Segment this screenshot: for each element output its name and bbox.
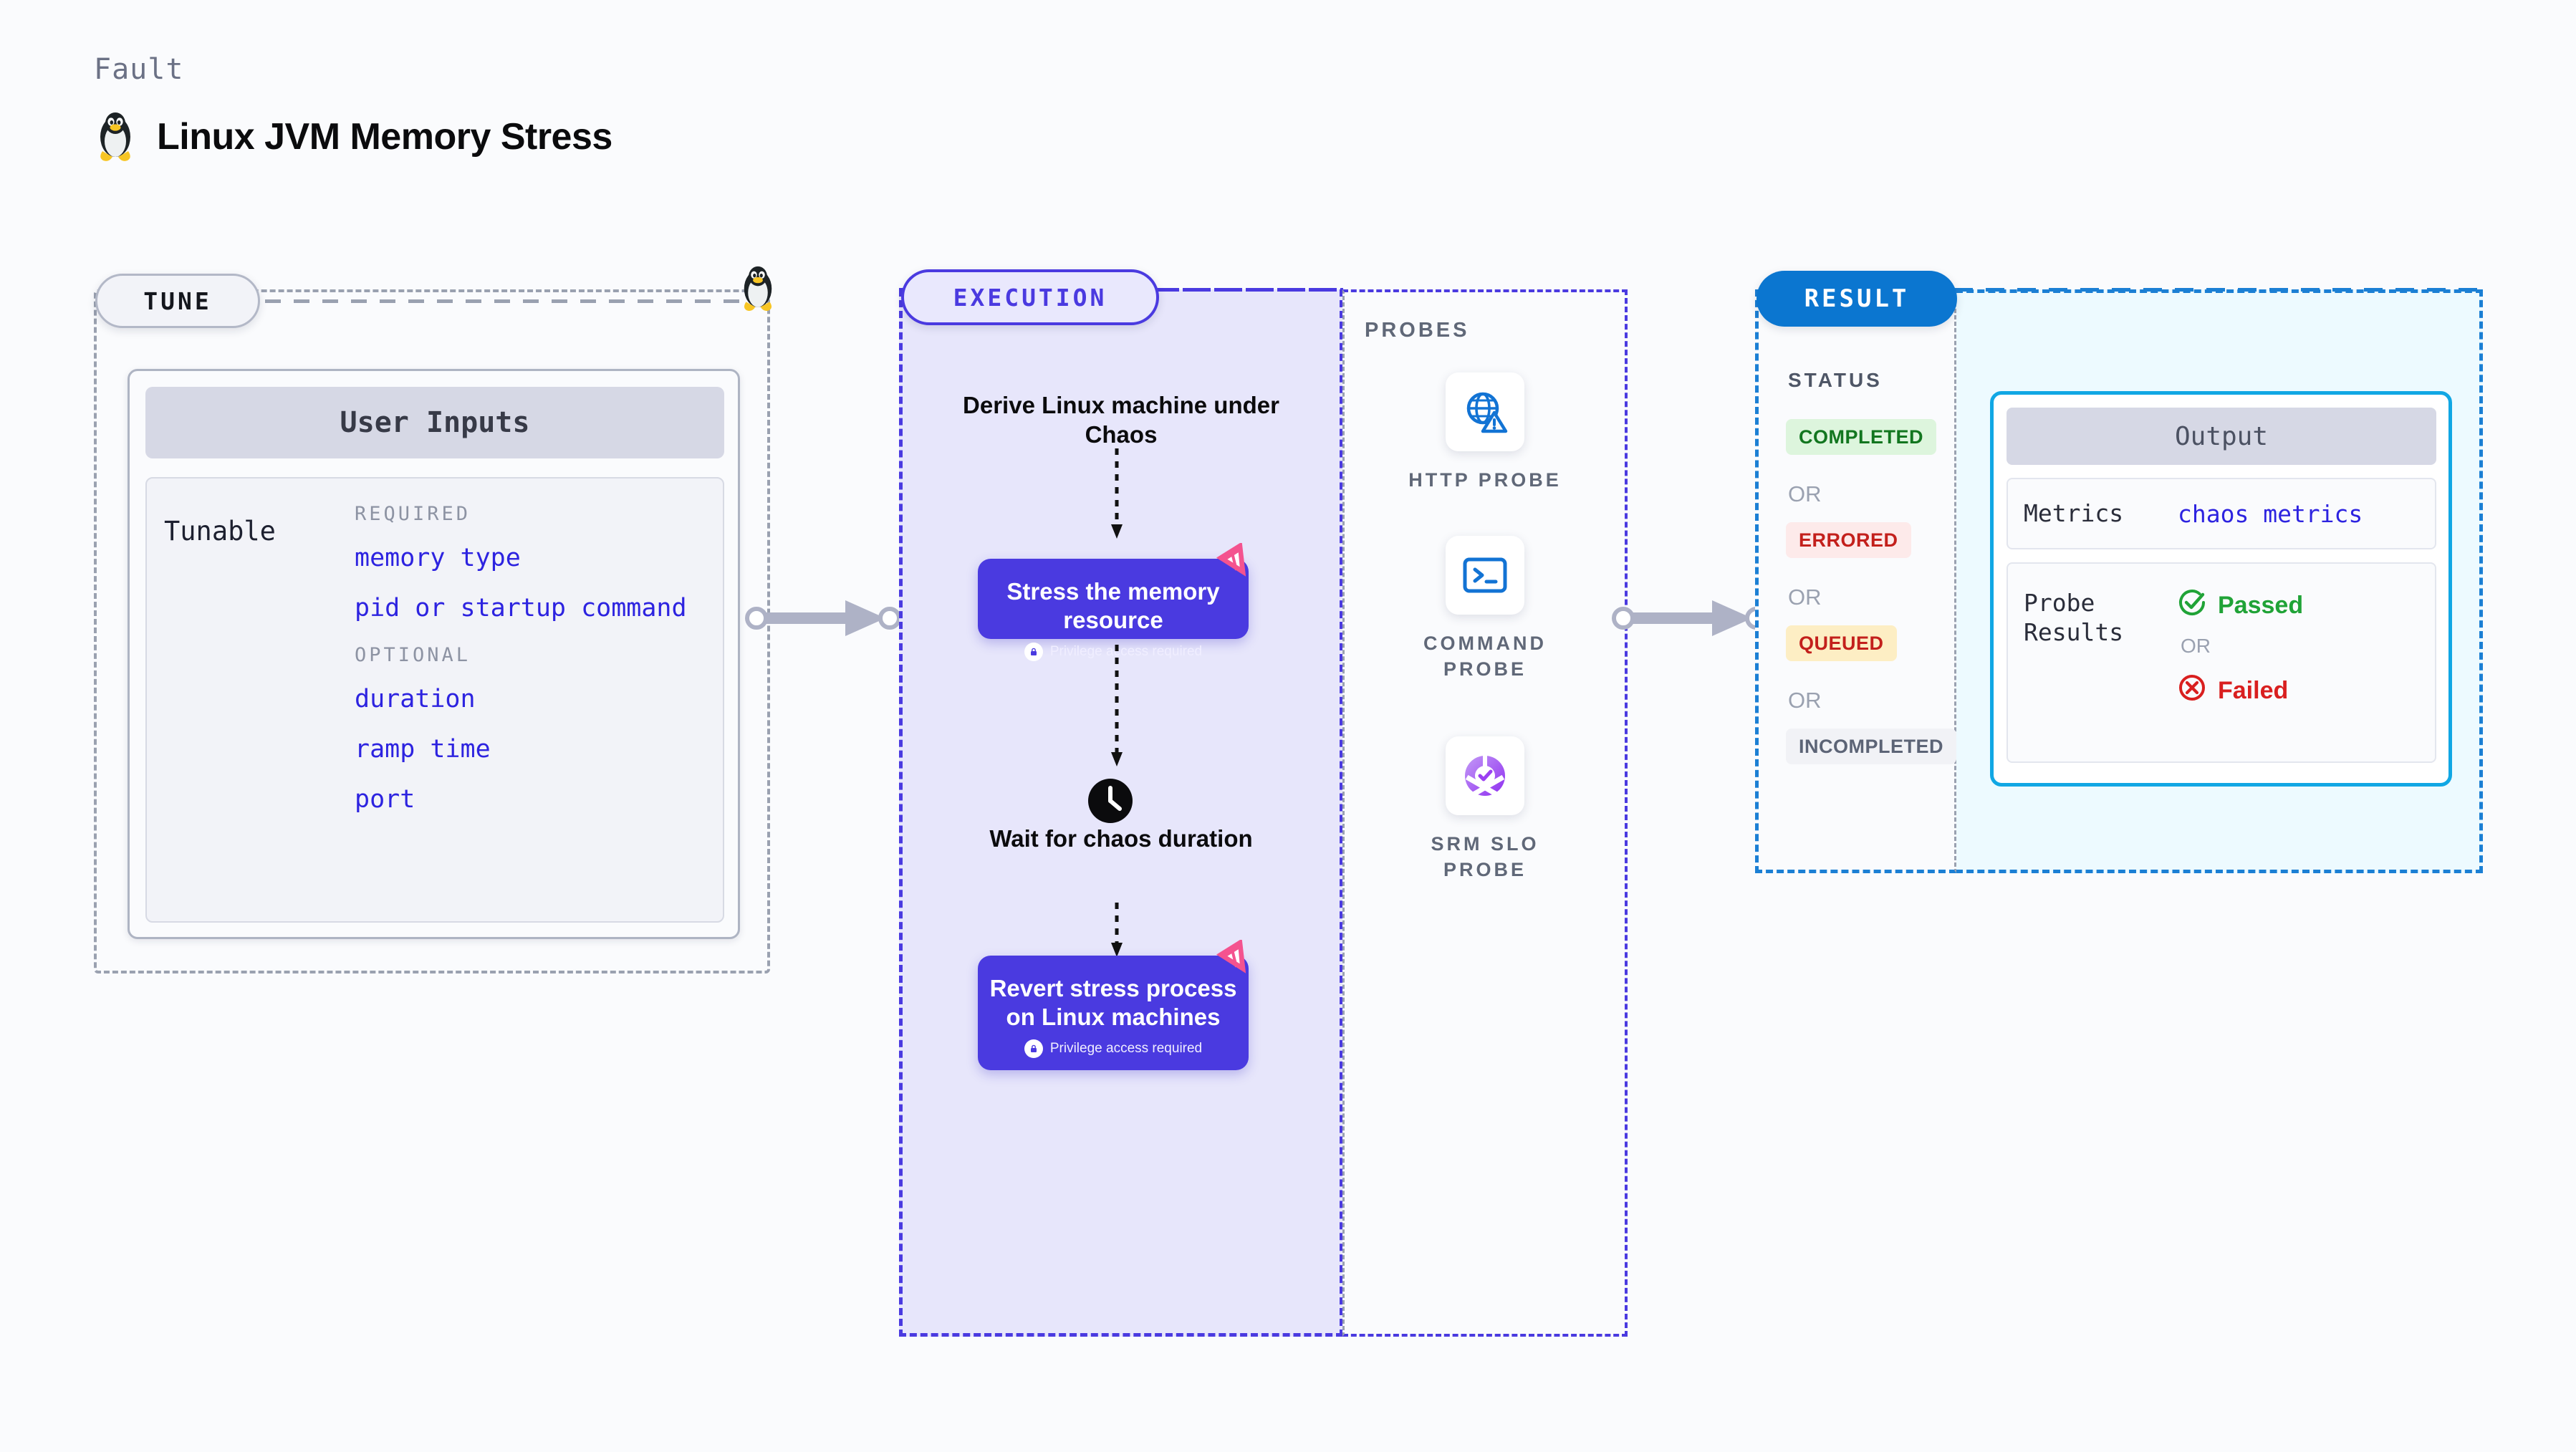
probe-label: SRM SLO PROBE <box>1431 833 1539 881</box>
tunable-item[interactable]: pid or startup command <box>355 594 687 622</box>
slo-donut-check-icon <box>1446 736 1524 815</box>
status-badge: ERRORED <box>1786 522 1911 558</box>
flow-step-wait: Wait for chaos duration <box>989 825 1253 852</box>
fault-title-row: Linux JVM Memory Stress <box>94 111 612 163</box>
privilege-note-label: Privilege access required <box>1049 643 1203 659</box>
lock-icon <box>1024 642 1043 661</box>
verdict-passed: Passed <box>2178 588 2303 623</box>
connector-probes-to-result <box>1612 593 1769 647</box>
status-badge: QUEUED <box>1786 625 1897 661</box>
status-badge: INCOMPLETED <box>1786 729 1957 764</box>
output-card-title: Output <box>2007 408 2436 465</box>
probe-label: HTTP PROBE <box>1408 469 1562 491</box>
x-circle-icon <box>2178 673 2206 708</box>
result-panel <box>1755 289 1956 873</box>
flow-arrow-down-icon <box>1110 645 1124 770</box>
tune-leader-line <box>265 299 759 303</box>
metrics-key: Metrics <box>2024 499 2124 528</box>
flow-step-derive: Derive Linux machine under Chaos <box>963 392 1279 448</box>
user-inputs-title: User Inputs <box>145 387 724 458</box>
stage-badge-tune[interactable]: TUNE <box>95 274 260 328</box>
probe-http[interactable]: HTTP PROBE <box>1395 372 1575 493</box>
stage-badge-result[interactable]: RESULT <box>1756 271 1957 327</box>
tunable-item[interactable]: port <box>355 785 415 814</box>
verdict-passed-label: Passed <box>2218 592 2304 619</box>
verdict-failed: Failed <box>2178 673 2303 708</box>
clock-icon <box>1085 775 1136 830</box>
probe-results-key: Probe Results <box>2024 589 2124 647</box>
tunable-item[interactable]: ramp time <box>355 735 491 764</box>
fault-kicker: Fault <box>94 53 184 86</box>
tunable-item[interactable]: duration <box>355 685 476 713</box>
output-card: Output Metrics chaos metrics Probe Resul… <box>1990 391 2452 787</box>
status-badge: COMPLETED <box>1786 419 1937 455</box>
harness-ribbon-icon <box>1216 938 1260 985</box>
tunable-section: Tunable REQUIRED memory type pid or star… <box>145 477 724 923</box>
probe-results-row: Probe Results Passed OR <box>2007 562 2436 763</box>
or-separator: OR <box>1788 481 1822 506</box>
flow-node-label: Revert stress process on Linux machines <box>989 975 1237 1031</box>
stage-badge-execution[interactable]: EXECUTION <box>901 269 1159 325</box>
privilege-note: Privilege access required <box>978 1039 1249 1058</box>
probe-label: COMMAND PROBE <box>1423 633 1547 681</box>
harness-ribbon-icon <box>1216 542 1260 588</box>
terminal-icon <box>1446 536 1524 615</box>
linux-tux-icon <box>738 265 778 316</box>
required-group-title: REQUIRED <box>355 503 471 525</box>
probes-title: PROBES <box>1365 319 1470 342</box>
flow-node-revert[interactable]: Revert stress process on Linux machines … <box>978 938 1249 1070</box>
lock-icon <box>1024 1039 1043 1058</box>
verdict-failed-label: Failed <box>2218 677 2289 704</box>
flow-node-label: Stress the memory resource <box>1006 578 1220 634</box>
optional-group-title: OPTIONAL <box>355 644 471 666</box>
connector-tune-to-execution <box>745 593 903 647</box>
linux-tux-icon <box>94 111 137 163</box>
flow-arrow-down-icon <box>1110 448 1124 542</box>
or-separator: OR <box>1788 688 1822 713</box>
tunable-item[interactable]: memory type <box>355 544 521 572</box>
status-title: STATUS <box>1788 369 1883 391</box>
metrics-row: Metrics chaos metrics <box>2007 478 2436 549</box>
or-separator: OR <box>1788 585 1822 610</box>
or-separator: OR <box>2181 635 2211 657</box>
probe-results-verdicts: Passed OR Failed <box>2178 588 2303 761</box>
tunable-lists: REQUIRED memory type pid or startup comm… <box>355 503 723 921</box>
privilege-note-label: Privilege access required <box>1049 1040 1203 1056</box>
probe-srm-slo[interactable]: SRM SLO PROBE <box>1395 736 1575 883</box>
probe-command[interactable]: COMMAND PROBE <box>1395 536 1575 683</box>
flow-node-stress[interactable]: Stress the memory resource Privilege acc… <box>978 542 1249 661</box>
result-leader-line <box>1954 288 2486 292</box>
flow-arrow-down-icon <box>1110 903 1124 961</box>
check-circle-icon <box>2178 588 2206 623</box>
metrics-value[interactable]: chaos metrics <box>2178 499 2363 528</box>
privilege-note: Privilege access required <box>978 642 1249 661</box>
execution-leader-line <box>1160 288 1345 292</box>
user-inputs-card: User Inputs Tunable REQUIRED memory type… <box>128 369 740 939</box>
tunable-row-label: Tunable <box>164 516 276 547</box>
page-title: Linux JVM Memory Stress <box>157 116 612 158</box>
globe-warning-icon <box>1446 372 1524 451</box>
